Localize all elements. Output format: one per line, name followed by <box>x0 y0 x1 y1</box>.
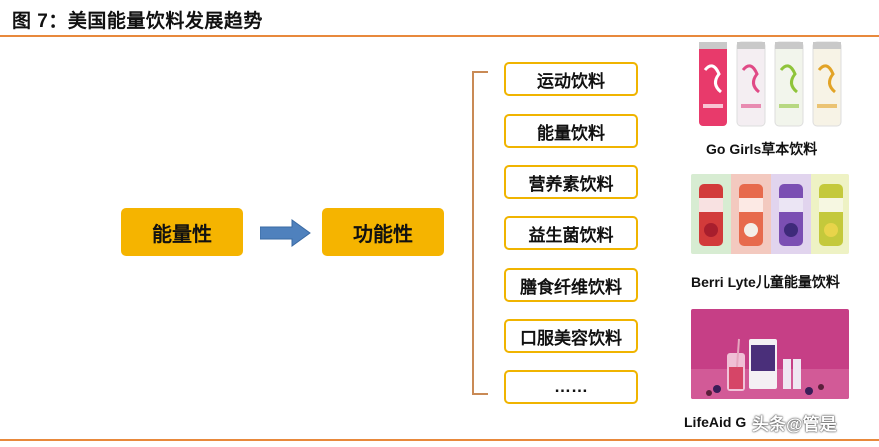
watermark: 头条@管是 <box>752 415 837 434</box>
berri-lyte-bottles-image <box>691 174 849 254</box>
lifeaid-product-image <box>691 309 849 399</box>
category-sports-drink: 运动饮料 <box>504 62 638 96</box>
category-probiotic-drink: 益生菌饮料 <box>504 216 638 250</box>
energy-box: 能量性 <box>121 208 243 256</box>
bottom-divider <box>0 439 879 441</box>
category-energy-drink: 能量饮料 <box>504 114 638 148</box>
functional-box: 功能性 <box>322 208 444 256</box>
category-more: …… <box>504 370 638 404</box>
figure-title: 图 7：美国能量饮料发展趋势 <box>12 11 263 32</box>
right-arrow-icon <box>260 219 311 247</box>
caption-lifeaid: LifeAid G <box>684 414 747 430</box>
caption-berri-lyte: Berri Lyte儿童能量饮料 <box>691 274 840 290</box>
category-beauty-drink: 口服美容饮料 <box>504 319 638 353</box>
caption-go-girls: Go Girls草本饮料 <box>706 141 818 157</box>
go-girl-cans-image <box>691 40 849 128</box>
category-bracket <box>472 71 488 395</box>
category-nutrient-drink: 营养素饮料 <box>504 165 638 199</box>
category-fiber-drink: 膳食纤维饮料 <box>504 268 638 302</box>
title-divider <box>0 35 879 37</box>
